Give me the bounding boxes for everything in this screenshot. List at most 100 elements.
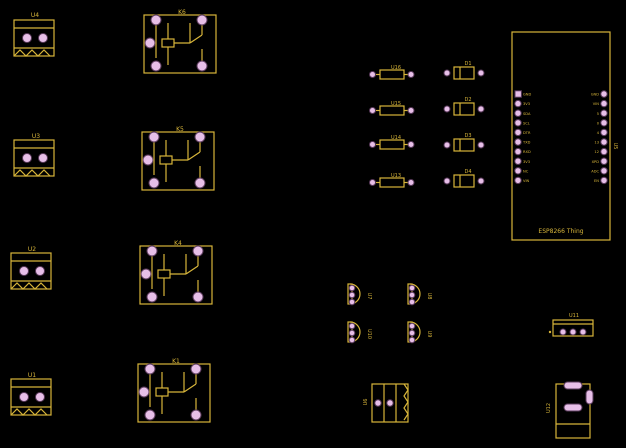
part-label: U6 bbox=[363, 399, 369, 406]
module-pin-label: NC bbox=[523, 169, 529, 173]
pad bbox=[585, 389, 594, 405]
part-u6[interactable]: U6 bbox=[363, 383, 409, 423]
module-pin-label: 3V3 bbox=[523, 160, 530, 164]
module-pin-label: 4 bbox=[597, 131, 600, 135]
part-u7[interactable]: U7 bbox=[347, 283, 372, 306]
relay-outline bbox=[137, 363, 211, 423]
pad bbox=[443, 177, 451, 185]
module-pin-label: 12 bbox=[594, 150, 599, 154]
part-u12[interactable]: U12 bbox=[546, 381, 594, 439]
resistor-label: U15 bbox=[391, 101, 401, 107]
relay-k5[interactable]: K5 bbox=[141, 126, 215, 191]
module-pin-pad bbox=[600, 90, 608, 98]
pad bbox=[408, 336, 416, 344]
header-u11[interactable]: U11 bbox=[548, 313, 594, 337]
pad bbox=[559, 328, 567, 336]
module-pin-pad bbox=[600, 138, 608, 146]
module-pin-pad bbox=[514, 157, 522, 165]
pad bbox=[369, 179, 376, 186]
relay-label: K5 bbox=[176, 126, 184, 133]
diode-d1[interactable]: D1 bbox=[443, 61, 485, 80]
terminal-u3[interactable]: U3 bbox=[13, 133, 55, 177]
pad bbox=[408, 329, 416, 337]
pad bbox=[148, 177, 160, 189]
diode-d2[interactable]: D2 bbox=[443, 97, 485, 116]
pad bbox=[563, 403, 583, 412]
module-pin-pad bbox=[600, 176, 608, 185]
pad bbox=[140, 268, 152, 280]
terminal-u1[interactable]: U1 bbox=[10, 372, 52, 416]
resistor-u13[interactable]: U13 bbox=[369, 173, 415, 188]
resistor-u16[interactable]: U16 bbox=[369, 65, 415, 80]
relay-k1[interactable]: K1 bbox=[137, 358, 211, 423]
relay-label: K6 bbox=[178, 9, 186, 16]
terminal-outline bbox=[13, 139, 55, 177]
part-u8[interactable]: U8 bbox=[407, 283, 432, 306]
module-pin-label: 0 bbox=[597, 121, 600, 125]
pad bbox=[348, 291, 356, 299]
pad bbox=[144, 409, 156, 421]
pad bbox=[477, 69, 485, 77]
resistor-label: U14 bbox=[391, 135, 401, 141]
module-pin-label: SCL bbox=[523, 121, 530, 125]
part-label: U9 bbox=[426, 331, 432, 338]
pad bbox=[148, 131, 160, 143]
pad bbox=[407, 141, 415, 148]
terminal-outline bbox=[10, 378, 52, 416]
module-pin-label: RXD bbox=[523, 150, 531, 154]
resistor-label: U13 bbox=[391, 173, 401, 179]
terminal-u2[interactable]: U2 bbox=[10, 246, 52, 290]
pad bbox=[192, 245, 204, 257]
relay-k4[interactable]: K4 bbox=[139, 240, 213, 305]
resistor-u15[interactable]: U15 bbox=[369, 101, 415, 116]
part-u9[interactable]: U9 bbox=[407, 321, 432, 344]
pad bbox=[196, 60, 208, 72]
terminal-label: U3 bbox=[32, 133, 40, 140]
part-u10[interactable]: U10 bbox=[347, 321, 372, 344]
module-pin-pad bbox=[514, 147, 522, 156]
pad bbox=[150, 14, 162, 26]
module-pin-pad bbox=[600, 109, 608, 117]
pad bbox=[369, 107, 376, 114]
diode-d4[interactable]: D4 bbox=[443, 169, 485, 188]
pad bbox=[477, 141, 485, 149]
terminal-u4[interactable]: U4 bbox=[13, 12, 55, 57]
module-pin-pad bbox=[514, 167, 522, 175]
module-pin-label: 13 bbox=[594, 141, 599, 145]
resistor-label: U16 bbox=[391, 65, 401, 71]
pad bbox=[369, 71, 376, 78]
diode-d3[interactable]: D3 bbox=[443, 133, 485, 152]
module-pin-label: VIN bbox=[593, 102, 600, 106]
part-label: U12 bbox=[546, 403, 552, 413]
module-pin-label: TXD bbox=[522, 141, 531, 145]
module-pin-pad bbox=[600, 128, 608, 137]
module-pin-pad bbox=[514, 90, 522, 98]
module-pin-label: DTR bbox=[523, 131, 531, 135]
pad bbox=[196, 14, 208, 26]
pad bbox=[408, 298, 416, 306]
relay-outline bbox=[139, 245, 213, 305]
part-label: U10 bbox=[366, 329, 372, 339]
pad bbox=[348, 298, 356, 306]
pad bbox=[194, 131, 206, 143]
pad bbox=[150, 60, 162, 72]
module-pin-pad bbox=[514, 176, 522, 185]
relay-k6[interactable]: K6 bbox=[143, 9, 217, 74]
pad bbox=[569, 328, 577, 336]
pad bbox=[190, 409, 202, 421]
pad bbox=[477, 177, 485, 185]
module-label: U5 bbox=[612, 143, 618, 150]
part-label: U8 bbox=[426, 293, 432, 300]
header-label: U11 bbox=[569, 313, 579, 319]
pad bbox=[443, 105, 451, 113]
pad bbox=[348, 284, 356, 292]
terminal-label: U4 bbox=[31, 12, 39, 19]
module-pin-pad bbox=[514, 119, 522, 127]
resistor-u14[interactable]: U14 bbox=[369, 135, 415, 150]
pad bbox=[386, 399, 394, 407]
module-pin-pad bbox=[600, 157, 608, 165]
pad bbox=[146, 291, 158, 303]
pad bbox=[144, 37, 156, 49]
esp8266-module[interactable]: ESP8266 Thing U5 GND3V3SDASCLDTRTXDRXD3V… bbox=[511, 31, 618, 241]
